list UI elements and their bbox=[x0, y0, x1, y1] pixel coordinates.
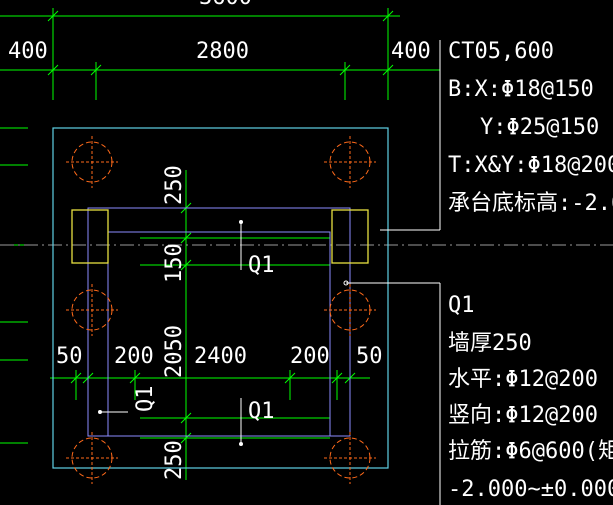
wall-note-line-3: 水平:Φ12@200 bbox=[448, 367, 598, 392]
wall-tag-left: Q1 bbox=[133, 386, 158, 413]
wall-outline bbox=[87, 207, 351, 437]
dim-bottom-v: 250 bbox=[162, 440, 187, 480]
cap-note-line-3: Y:Φ25@150 bbox=[480, 115, 599, 140]
dim-mid-v1: 150 bbox=[162, 243, 187, 283]
dim-row-left: 50 bbox=[56, 344, 83, 369]
cap-note-line-4: T:X&Y:Φ18@200 bbox=[448, 153, 613, 178]
dimension-lines bbox=[0, 8, 440, 480]
cap-note-line-2: B:X:Φ18@150 bbox=[448, 77, 594, 102]
dim-row-200b: 200 bbox=[290, 344, 330, 369]
dim-width: 2800 bbox=[196, 39, 249, 64]
dim-left-offset: 400 bbox=[8, 39, 48, 64]
wall-note-line-2: 墙厚250 bbox=[448, 331, 532, 356]
dim-row-right: 50 bbox=[356, 344, 383, 369]
dim-row-200a: 200 bbox=[114, 344, 154, 369]
wall-note-line-4: 竖向:Φ12@200 bbox=[448, 403, 598, 428]
cap-note-line-5: 承台底标高:-2.600(相 bbox=[448, 191, 613, 216]
wall-note-line-5: 拉筋:Φ6@600(矩形) bbox=[448, 439, 613, 464]
wall-tag-bottom: Q1 bbox=[248, 399, 275, 424]
cap-note: CT05,600 B:X:Φ18@150 Y:Φ25@150 T:X&Y:Φ18… bbox=[448, 39, 613, 216]
wall-tag-top: Q1 bbox=[248, 253, 275, 278]
wall-note-line-6: -2.000~±0.000(相 bbox=[448, 477, 613, 502]
dim-top-v: 250 bbox=[162, 165, 187, 205]
column-right bbox=[331, 209, 369, 264]
dim-mid-v2: 2050 bbox=[162, 325, 187, 378]
leader-lines bbox=[346, 40, 441, 505]
dim-right-offset: 400 bbox=[391, 39, 431, 64]
cap-note-line-1: CT05,600 bbox=[448, 39, 554, 64]
pile-cap-outline bbox=[52, 127, 389, 469]
column-left bbox=[71, 209, 109, 264]
dim-top-overall: 3600 bbox=[199, 0, 252, 10]
wall-note-line-1: Q1 bbox=[448, 293, 475, 318]
dim-row-2400: 2400 bbox=[194, 344, 247, 369]
wall-note: Q1 墙厚250 水平:Φ12@200 竖向:Φ12@200 拉筋:Φ6@600… bbox=[448, 293, 613, 502]
